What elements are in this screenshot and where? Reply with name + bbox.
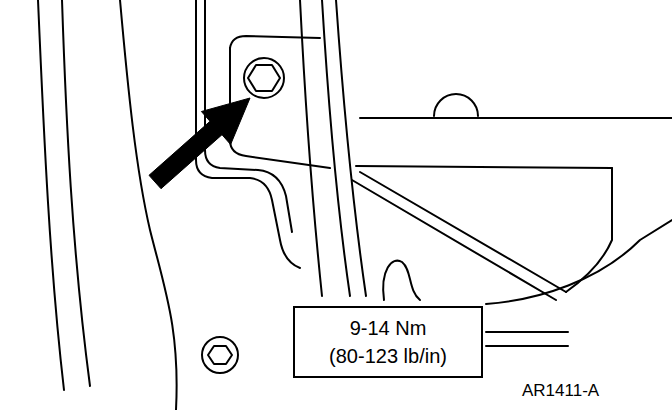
brace: [352, 180, 556, 300]
bolt-washer: [244, 58, 284, 98]
figure-id: AR1411-A: [522, 381, 599, 401]
leader-line: [486, 345, 568, 347]
fastener-head: [208, 346, 232, 364]
body-edge: [62, 0, 90, 386]
panel-edge: [120, 0, 177, 410]
torque-value: (80-123 lb/in): [309, 342, 467, 370]
pillar-edge: [322, 0, 350, 296]
body-edge: [38, 0, 64, 390]
pointer-arrow: [149, 98, 250, 189]
bracket-plate: [230, 36, 320, 48]
pillar-edge: [336, 0, 366, 296]
fastener: [202, 337, 238, 373]
hose-loop: [383, 261, 420, 300]
lower-edge: [486, 220, 672, 304]
torque-spec-box: 9-14 Nm(80-123 lb/in): [293, 306, 483, 378]
rail-edge: [360, 117, 672, 119]
rail-edge: [356, 166, 612, 168]
pillar-edge: [300, 0, 322, 296]
dome: [434, 94, 478, 116]
bolt-head: [248, 65, 280, 91]
brace-end: [566, 168, 612, 292]
brace: [360, 172, 566, 292]
leader-line: [486, 331, 568, 333]
torque-value: 9-14 Nm: [309, 314, 467, 342]
